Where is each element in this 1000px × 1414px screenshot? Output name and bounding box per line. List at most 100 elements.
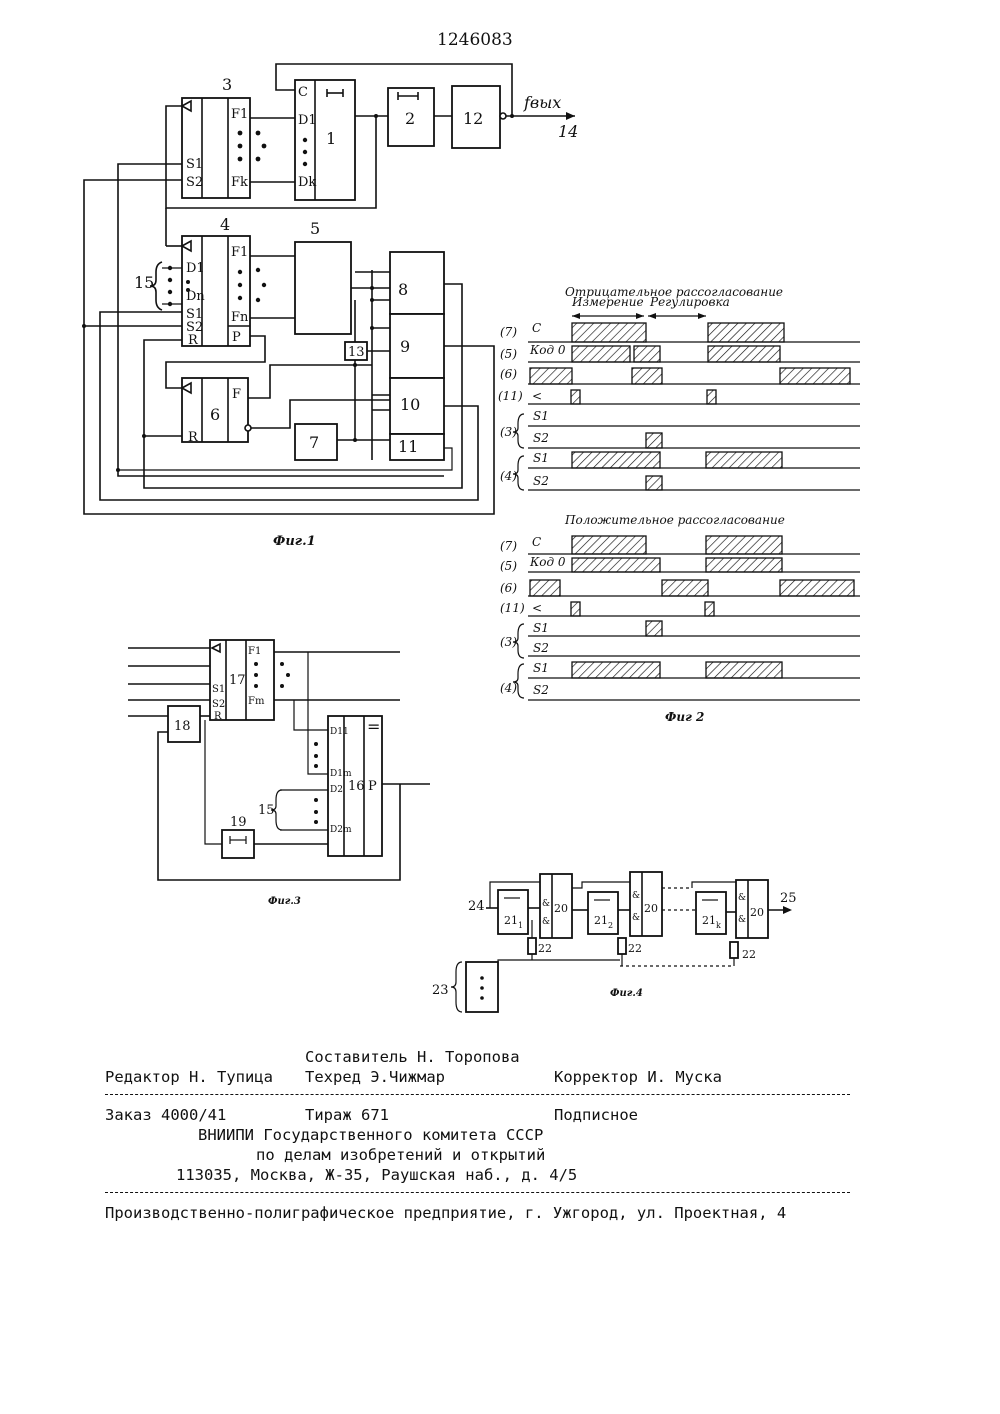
compiler: Составитель Н. Торопова	[305, 1048, 520, 1066]
sig-c: C	[532, 321, 541, 335]
delay-21-k	[696, 892, 726, 934]
block-9	[390, 314, 444, 378]
pin-f1: F1	[231, 107, 248, 122]
label-6: 6	[210, 405, 220, 424]
f4-22b: 22	[628, 942, 642, 955]
f4-in: 24	[468, 899, 485, 914]
block-19	[222, 830, 254, 858]
delay-21-2	[588, 892, 618, 934]
sig-s2d: S2	[533, 683, 549, 697]
label-5: 5	[310, 219, 320, 238]
sig-s2c: S2	[533, 641, 549, 655]
row-7: (7)	[500, 325, 517, 339]
sig-s1c: S1	[533, 621, 549, 635]
org2: по делам изобретений и открытий	[256, 1146, 545, 1164]
label-13: 13	[348, 345, 365, 360]
pin-dk: Dk	[298, 175, 316, 190]
row-6b: (6)	[500, 581, 517, 595]
pin-fk: Fk	[231, 175, 248, 190]
contact-22-1	[528, 938, 536, 954]
f3-fm: Fm	[248, 696, 265, 707]
f3-d2m: D2m	[330, 825, 352, 835]
regulate-label: Регулировка	[649, 295, 730, 309]
pin-s1: S1	[186, 157, 203, 172]
row-3: (3)	[500, 425, 517, 439]
sig-c2: C	[532, 535, 541, 549]
label-17: 17	[229, 673, 246, 688]
label-2: 2	[405, 109, 415, 128]
pos-title: Положительное рассогласование	[564, 513, 785, 527]
label-16: 16	[348, 779, 365, 794]
sig-s1d: S1	[533, 661, 549, 675]
sig-code2: Код 0	[529, 555, 566, 569]
sig-s1: S1	[533, 409, 549, 423]
f4-dk: 21	[702, 914, 716, 927]
f3-f1: F1	[248, 646, 261, 657]
f3-d1m: D1m	[330, 769, 352, 779]
divider-2	[105, 1192, 850, 1193]
f3-d2: D2	[330, 785, 343, 795]
fig1-caption: Фиг.1	[273, 534, 316, 549]
row-6: (6)	[500, 367, 517, 381]
sig-s2: S2	[533, 431, 549, 445]
f4-out: 25	[780, 891, 797, 906]
row-11: (11)	[498, 389, 523, 403]
pin-d1: D1	[298, 113, 317, 128]
f3-bus: 15	[258, 803, 275, 818]
f4-d2: 21	[594, 914, 608, 927]
delay-21-1	[498, 890, 528, 934]
label-9: 9	[400, 337, 410, 356]
f4-sk: k	[716, 921, 721, 930]
row-3b: (3)	[500, 635, 517, 649]
f3-s2: S2	[212, 699, 225, 710]
row-7b: (7)	[500, 539, 517, 553]
fig2-caption: Фиг 2	[665, 710, 704, 724]
row-5b: (5)	[500, 559, 517, 573]
fig3-caption: Фиг.3	[268, 896, 301, 907]
row-4b: (4)	[500, 681, 517, 695]
output-number: 14	[558, 122, 578, 141]
fig4-caption: Фиг.4	[610, 988, 643, 999]
label-3: 3	[222, 75, 232, 94]
output-label: fвых	[523, 93, 561, 112]
f4-rk: 20	[750, 906, 764, 919]
row-4: (4)	[500, 469, 517, 483]
pin6-r: R	[188, 430, 199, 445]
block-5	[295, 242, 351, 334]
f4-amp2: &	[632, 891, 640, 901]
figure-4: 24 21 1 20 & & 22 21 2 20 & & 22	[432, 872, 797, 1012]
address: 113035, Москва, Ж-35, Раушская наб., д. …	[176, 1166, 577, 1184]
figure-2: Отрицательное рассогласование Измерение …	[498, 285, 860, 724]
pin4-r: R	[188, 333, 199, 348]
row-5: (5)	[500, 347, 517, 361]
row-11b: (11)	[500, 601, 525, 615]
bus-15-label: 15	[134, 273, 154, 292]
f4-amp1b: &	[542, 917, 550, 927]
corrector: Корректор И. Муска	[554, 1068, 722, 1086]
techred: Техред Э.Чижмар	[305, 1068, 445, 1086]
label-1: 1	[326, 129, 336, 148]
pin4-f1: F1	[231, 245, 248, 260]
measure-label: Измерение	[571, 295, 644, 309]
f4-amp2b: &	[632, 913, 640, 923]
contact-22-k	[730, 942, 738, 958]
sig-lt: <	[532, 389, 542, 403]
f3-s1: S1	[212, 684, 225, 695]
label-4: 4	[220, 215, 230, 234]
divider-1	[105, 1094, 850, 1095]
sig-lt2: <	[532, 601, 542, 615]
f4-r2: 20	[644, 902, 658, 915]
f4-amp1: &	[542, 899, 550, 909]
pin-c: C	[298, 85, 308, 100]
f4-s1: 1	[518, 921, 523, 930]
printer: Производственно-полиграфическое предприя…	[105, 1204, 786, 1222]
label-7: 7	[309, 433, 319, 452]
label-19: 19	[230, 815, 247, 830]
tirazh: Тираж 671	[305, 1106, 389, 1124]
pin-s2: S2	[186, 175, 203, 190]
f4-r1: 20	[554, 902, 568, 915]
figure-3: S1 S2 R 17 F1 Fm 18 = 16 P D11 D1m D2 D2…	[128, 640, 430, 907]
sig-s1b: S1	[533, 451, 549, 465]
order: Заказ 4000/41	[105, 1106, 226, 1124]
